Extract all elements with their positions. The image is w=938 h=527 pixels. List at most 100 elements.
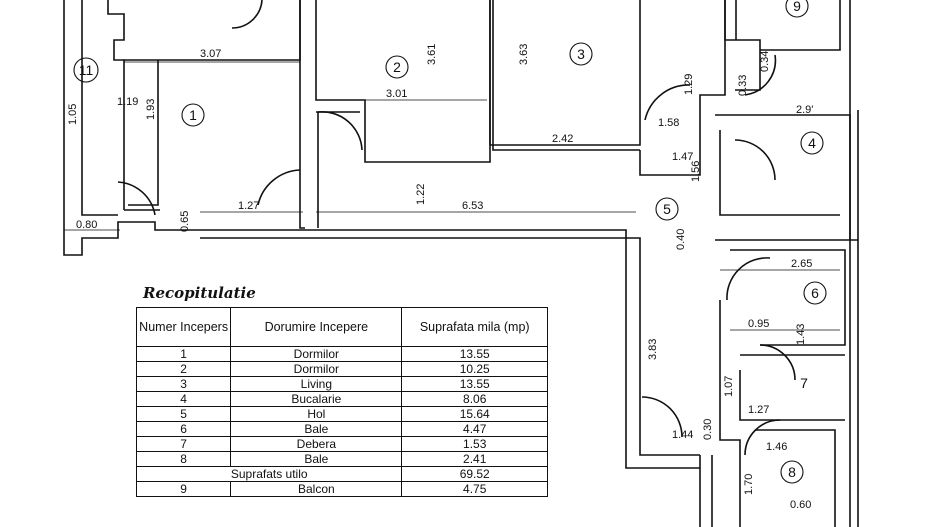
cell: Bale: [230, 451, 403, 467]
dimension-label: 1.70: [743, 474, 755, 495]
room-number: 1: [189, 107, 197, 123]
wall: [492, 0, 640, 151]
dimension-label: 2.42: [552, 133, 573, 145]
door-swing: [726, 257, 771, 301]
dimension-label: 0.95: [748, 318, 769, 330]
door-swing: [257, 169, 301, 206]
dimension-label: 6.53: [462, 200, 483, 212]
room-number: 3: [577, 46, 585, 62]
cell: 2.41: [401, 451, 548, 467]
dimension-label: 1.05: [67, 104, 79, 125]
recap-title: Recopitulatie: [143, 284, 256, 302]
door-swing: [744, 419, 781, 456]
wall: [81, 0, 118, 216]
wall: [719, 130, 840, 216]
wall: [107, 0, 125, 210]
room-marker: [181, 103, 205, 127]
dimension-label: 3.61: [426, 44, 438, 65]
cell: 13.55: [401, 346, 548, 362]
cell: Hol: [230, 406, 403, 422]
wall: [489, 0, 641, 146]
door-swing: [641, 396, 683, 438]
dimension-label: 1.93: [145, 99, 157, 120]
dimension-label: 2.65: [791, 258, 812, 270]
recap-table: Numer Incepers Dorumire Incepere Suprafa…: [135, 307, 548, 497]
dimension-label: 1.44: [672, 429, 693, 441]
cell: 7: [135, 436, 232, 452]
room-number: 5: [663, 201, 671, 217]
room-marker: [569, 42, 593, 66]
dimension-label: 1.46: [766, 441, 787, 453]
wall: [200, 237, 700, 456]
cell: 9: [135, 481, 232, 497]
dimension-label: 3.83: [647, 339, 659, 360]
dimension-label: 1.58: [658, 117, 679, 129]
dimension-label: 1.07: [723, 376, 735, 397]
door-swing: [317, 111, 363, 151]
dimension-label: 1.43: [795, 324, 807, 345]
cell: 1: [135, 346, 232, 362]
wall: [63, 0, 200, 256]
dimension-label: 0.30: [702, 419, 714, 440]
cell: 4.75: [401, 481, 548, 497]
door-swing: [759, 344, 796, 381]
cell: 15.64: [401, 406, 548, 422]
cell: 1.53: [401, 436, 548, 452]
dimension-label: 1.47: [672, 151, 693, 163]
cell: Dormilor: [230, 346, 403, 362]
dimension-label: 1.22: [415, 184, 427, 205]
dimension-label: 2.9': [796, 104, 813, 116]
dimension-label: 1.27: [748, 404, 769, 416]
table-header-row: Numer Incepers Dorumire Incepere Suprafa…: [135, 307, 548, 347]
total-label: Suprafats utilo: [135, 466, 403, 482]
door-swing: [117, 181, 156, 216]
room-number: 9: [793, 0, 801, 14]
cell: 8: [135, 451, 232, 467]
door-swing: [744, 54, 777, 96]
cell: Balcon: [230, 481, 403, 497]
wall: [315, 0, 491, 163]
cell: Bale: [230, 421, 403, 437]
wall: [760, 0, 841, 51]
room-number: 6: [811, 285, 819, 301]
total-value: 69.52: [401, 466, 548, 482]
wall: [724, 0, 761, 91]
dimension-label: 1.56: [690, 161, 702, 182]
cell: Dormilor: [230, 361, 403, 377]
dimension-label: 3.63: [518, 44, 530, 65]
door-swing: [231, 0, 263, 29]
room-marker: [73, 57, 99, 83]
room-marker: [385, 55, 409, 79]
column-header: Suprafata mila (mp): [401, 307, 548, 347]
cell: 5: [135, 406, 232, 422]
room-number: 8: [788, 464, 796, 480]
room-marker: [780, 460, 804, 484]
cell: 10.25: [401, 361, 548, 377]
room-number: 4: [808, 135, 816, 151]
wall: [128, 60, 159, 206]
wall: [719, 300, 741, 527]
wall: [200, 229, 700, 469]
cell: 8.06: [401, 391, 548, 407]
cell: 3: [135, 376, 232, 392]
wall: [715, 114, 851, 240]
dimension-label: 0.80: [76, 219, 97, 231]
dimension-label: 3.01: [386, 88, 407, 100]
wall: [730, 249, 846, 346]
dimension-label: 3.07: [200, 48, 221, 60]
room-marker: [655, 197, 679, 221]
dimension-label: 0.60: [790, 499, 811, 511]
cell: 4: [135, 391, 232, 407]
door-swing: [644, 84, 691, 121]
cell: Bucalarie: [230, 391, 403, 407]
door-swing: [734, 139, 776, 181]
column-header: Dorumire Incepere: [230, 307, 403, 347]
wall: [755, 429, 836, 527]
wall: [639, 0, 726, 176]
